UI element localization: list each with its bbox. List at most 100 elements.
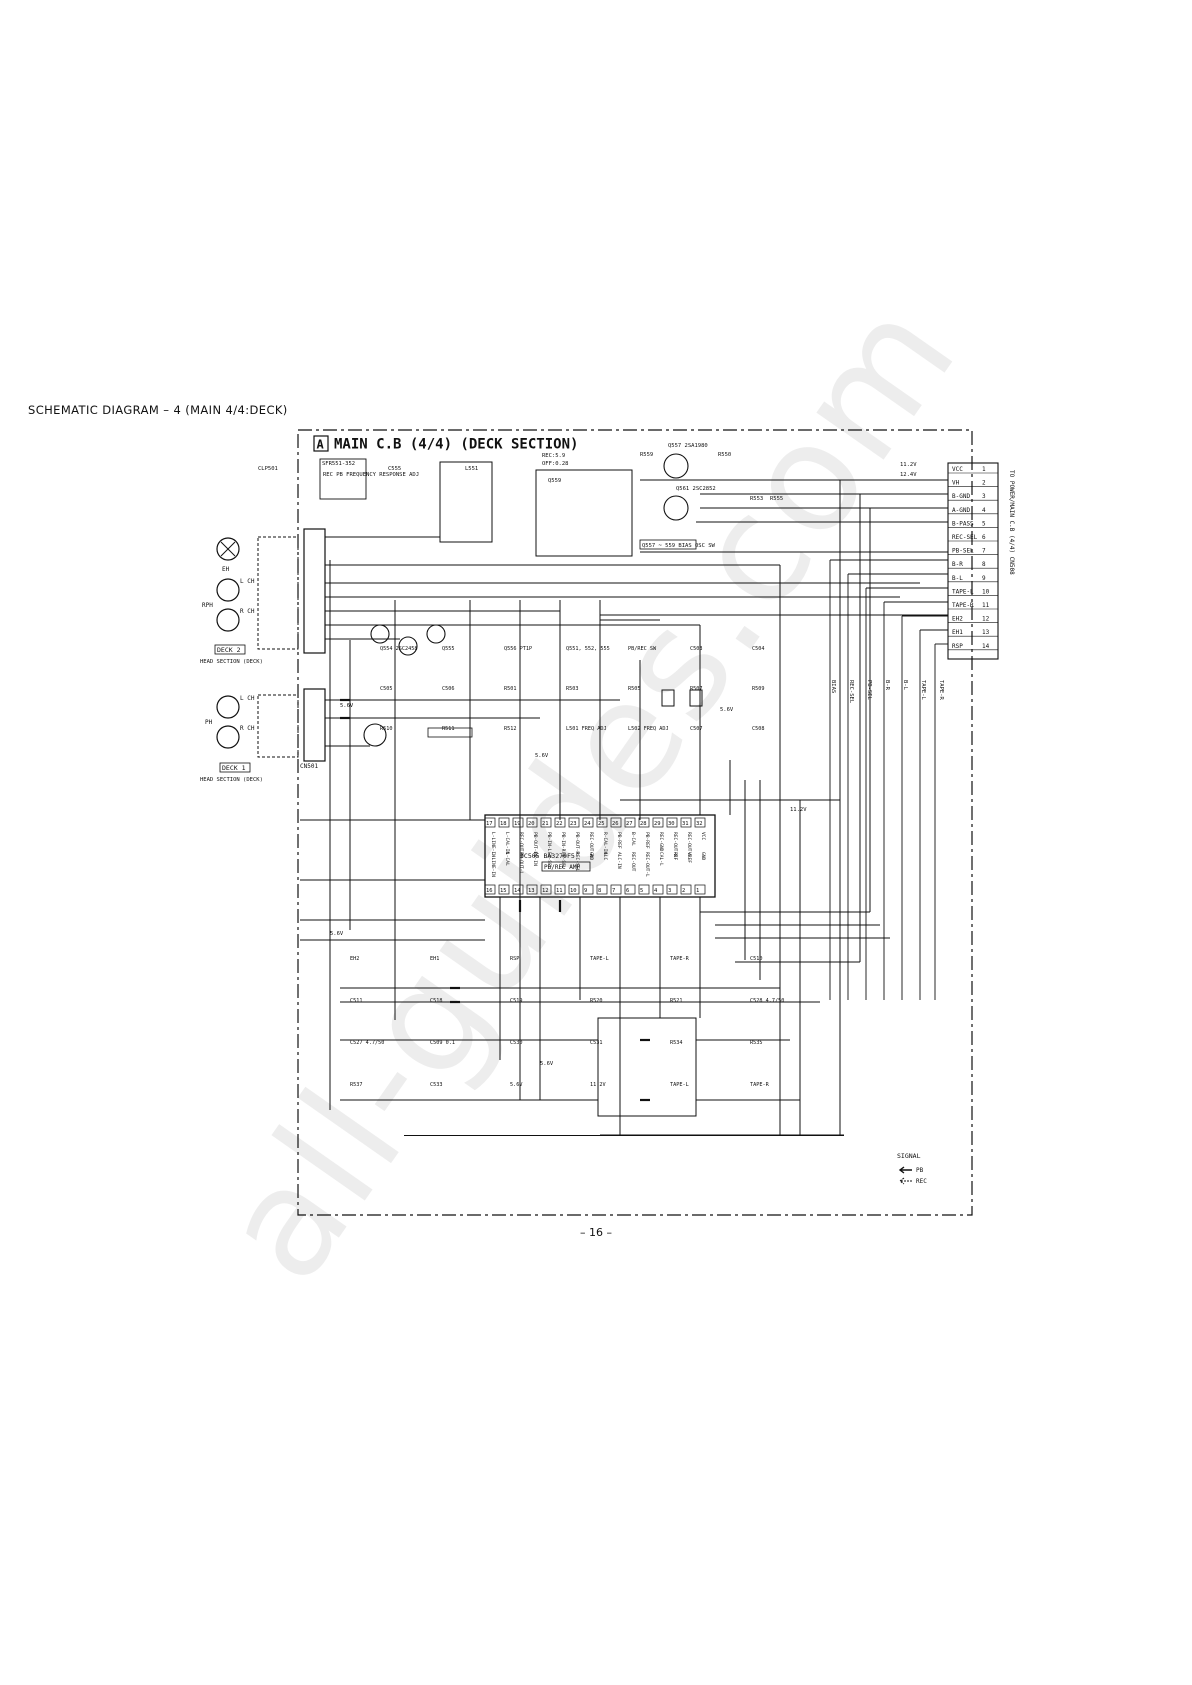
- top-label: REC PB FREQUENCY RESPONSE ADJ: [323, 472, 419, 478]
- bus-label: B-L: [902, 680, 908, 691]
- ic-pin-bottom: [526, 884, 538, 895]
- lower-label: TAPE-R: [670, 956, 690, 962]
- lower-label: RSP: [510, 956, 519, 962]
- top-label: 12.4V: [900, 472, 917, 478]
- right-pin-name: TAPE-L: [952, 588, 974, 595]
- ic-pin-number-top: 19: [514, 821, 521, 827]
- mid-label: C507: [690, 726, 703, 732]
- coil-l502: [689, 689, 703, 707]
- ic-pin-top: [512, 817, 524, 828]
- ic-pin-name-bottom: REC-SEL: [574, 852, 580, 872]
- top-label: L551: [465, 466, 478, 472]
- mid-label: C505: [380, 686, 393, 692]
- mid-label: R509: [752, 686, 765, 692]
- right-pin-number: 13: [982, 629, 990, 636]
- lower-label: EH1: [430, 956, 439, 962]
- mid-label: R503: [566, 686, 579, 692]
- bus-label: B-R: [884, 680, 890, 691]
- ic-pin-top: [484, 817, 496, 828]
- ic-pin-number-top: 32: [696, 821, 703, 827]
- legend-rec-arrow: [899, 1177, 912, 1185]
- ic-note: PB/REC AMP: [544, 864, 581, 871]
- right-pin-name: VH: [952, 480, 960, 487]
- page-heading: SCHEMATIC DIAGRAM – 4 (MAIN 4/4:DECK): [28, 403, 288, 417]
- bus-label: REC-SEL: [848, 680, 854, 704]
- ic-pin-name-bottom: CAL-L: [658, 852, 664, 866]
- wiring: [300, 479, 948, 1136]
- bias-osc-block: [535, 469, 633, 557]
- mid-label: R510: [380, 726, 393, 732]
- mid-label: C506: [442, 686, 455, 692]
- lower-label: C527 4.7/50: [350, 1040, 384, 1046]
- oscillator-block: [439, 461, 493, 543]
- right-pin-name: EH1: [952, 629, 963, 636]
- ic-pin-name-bottom: REC-OUT: [630, 852, 636, 872]
- head-label-lch-1: L CH: [240, 578, 255, 585]
- ic-pin-number-bottom: 13: [528, 888, 535, 894]
- voltage-label: 5.6V: [330, 931, 344, 937]
- mid-label: L502 FREQ ADJ: [628, 726, 669, 732]
- top-label: CLP501: [258, 466, 278, 472]
- ic-pin-top: [568, 817, 580, 828]
- ic-pin-number-bottom: 9: [584, 888, 587, 894]
- ic-pin-top: [624, 817, 636, 828]
- ic-pin-bottom: [666, 884, 678, 895]
- lower-label: R520: [590, 998, 603, 1004]
- top-label: SFR551-352: [322, 461, 355, 467]
- voltage-label: 5.6V: [340, 703, 354, 709]
- lower-label: R537: [350, 1082, 363, 1088]
- ic-pin-bottom: [624, 884, 636, 895]
- top-label: R559: [640, 452, 653, 458]
- ic-pin-bottom: [596, 884, 608, 895]
- side-note: TO POWER/MAIN C.B (4/4) CN508: [1008, 470, 1015, 575]
- ic-pin-number-bottom: 15: [500, 888, 507, 894]
- ic-pin-bottom: [582, 884, 594, 895]
- ic-pin-number-bottom: 5: [640, 888, 643, 894]
- top-label: Q559: [548, 478, 561, 484]
- ic-pin-bottom: [540, 884, 552, 895]
- ic-pin-number-bottom: 12: [542, 888, 549, 894]
- ic-pin-bottom: [680, 884, 692, 895]
- top-label: C555: [388, 466, 401, 472]
- right-pin-name: A-GND: [952, 507, 970, 514]
- ic-pin-name-top: REC-OUT-L: [686, 832, 692, 857]
- ic-pin-name-bottom: EQ-SEL: [546, 852, 552, 869]
- mid-label: R507: [690, 686, 703, 692]
- lower-label: TAPE-R: [750, 1082, 770, 1088]
- lower-label: TAPE-L: [670, 1082, 689, 1088]
- ic-pins: 17L-LINE-IN18L-CAL-IN19REC-OUT-L20PB-OUT…: [484, 817, 706, 895]
- connector-ref: CN501: [300, 763, 318, 770]
- ic-pin-number-top: 23: [570, 821, 577, 827]
- ic-pin-number-bottom: 7: [612, 888, 615, 894]
- ic-pin-top: [666, 817, 678, 828]
- right-pin-name: B-L: [952, 575, 963, 582]
- ic-pin-top: [498, 817, 510, 828]
- lower-label: 5.6V: [510, 1082, 523, 1088]
- ic-pin-name-top: PB-OUT-R: [574, 832, 580, 854]
- voltage-label: 11.2V: [790, 807, 807, 813]
- lower-label: R535: [750, 1040, 763, 1046]
- right-pin-name: VCC: [952, 466, 963, 473]
- ic-pin-name-top: PB-OUT-L: [532, 832, 538, 854]
- bus-label: PB-SEL: [866, 680, 872, 701]
- ic-pin-top: [680, 817, 692, 828]
- right-pin-name: RSP: [952, 643, 963, 650]
- ic-ref: IC505 BA3270F5: [520, 852, 575, 860]
- ic-pin-bottom: [484, 884, 496, 895]
- head-label-rph: RPH: [202, 602, 213, 609]
- ic-pin-number-bottom: 4: [654, 888, 658, 894]
- top-label: Q557 ~ 559 BIAS OSC SW: [642, 543, 716, 549]
- ic-pin-number-top: 26: [612, 821, 619, 827]
- ic-pin-number-top: 24: [584, 821, 591, 827]
- bus-label: BIAS: [830, 680, 836, 693]
- right-pin-number: 2: [982, 480, 986, 487]
- top-label: R555: [770, 496, 783, 502]
- ic-pin-name-bottom: ALC: [602, 852, 608, 861]
- right-pin-number: 3: [982, 493, 986, 500]
- lower-label: C531: [590, 1040, 603, 1046]
- right-pin-number: 7: [982, 548, 986, 555]
- head-label-eh: EH: [222, 566, 230, 573]
- head-label-rch-1: R CH: [240, 608, 255, 615]
- ic-pin-bottom: [694, 884, 706, 895]
